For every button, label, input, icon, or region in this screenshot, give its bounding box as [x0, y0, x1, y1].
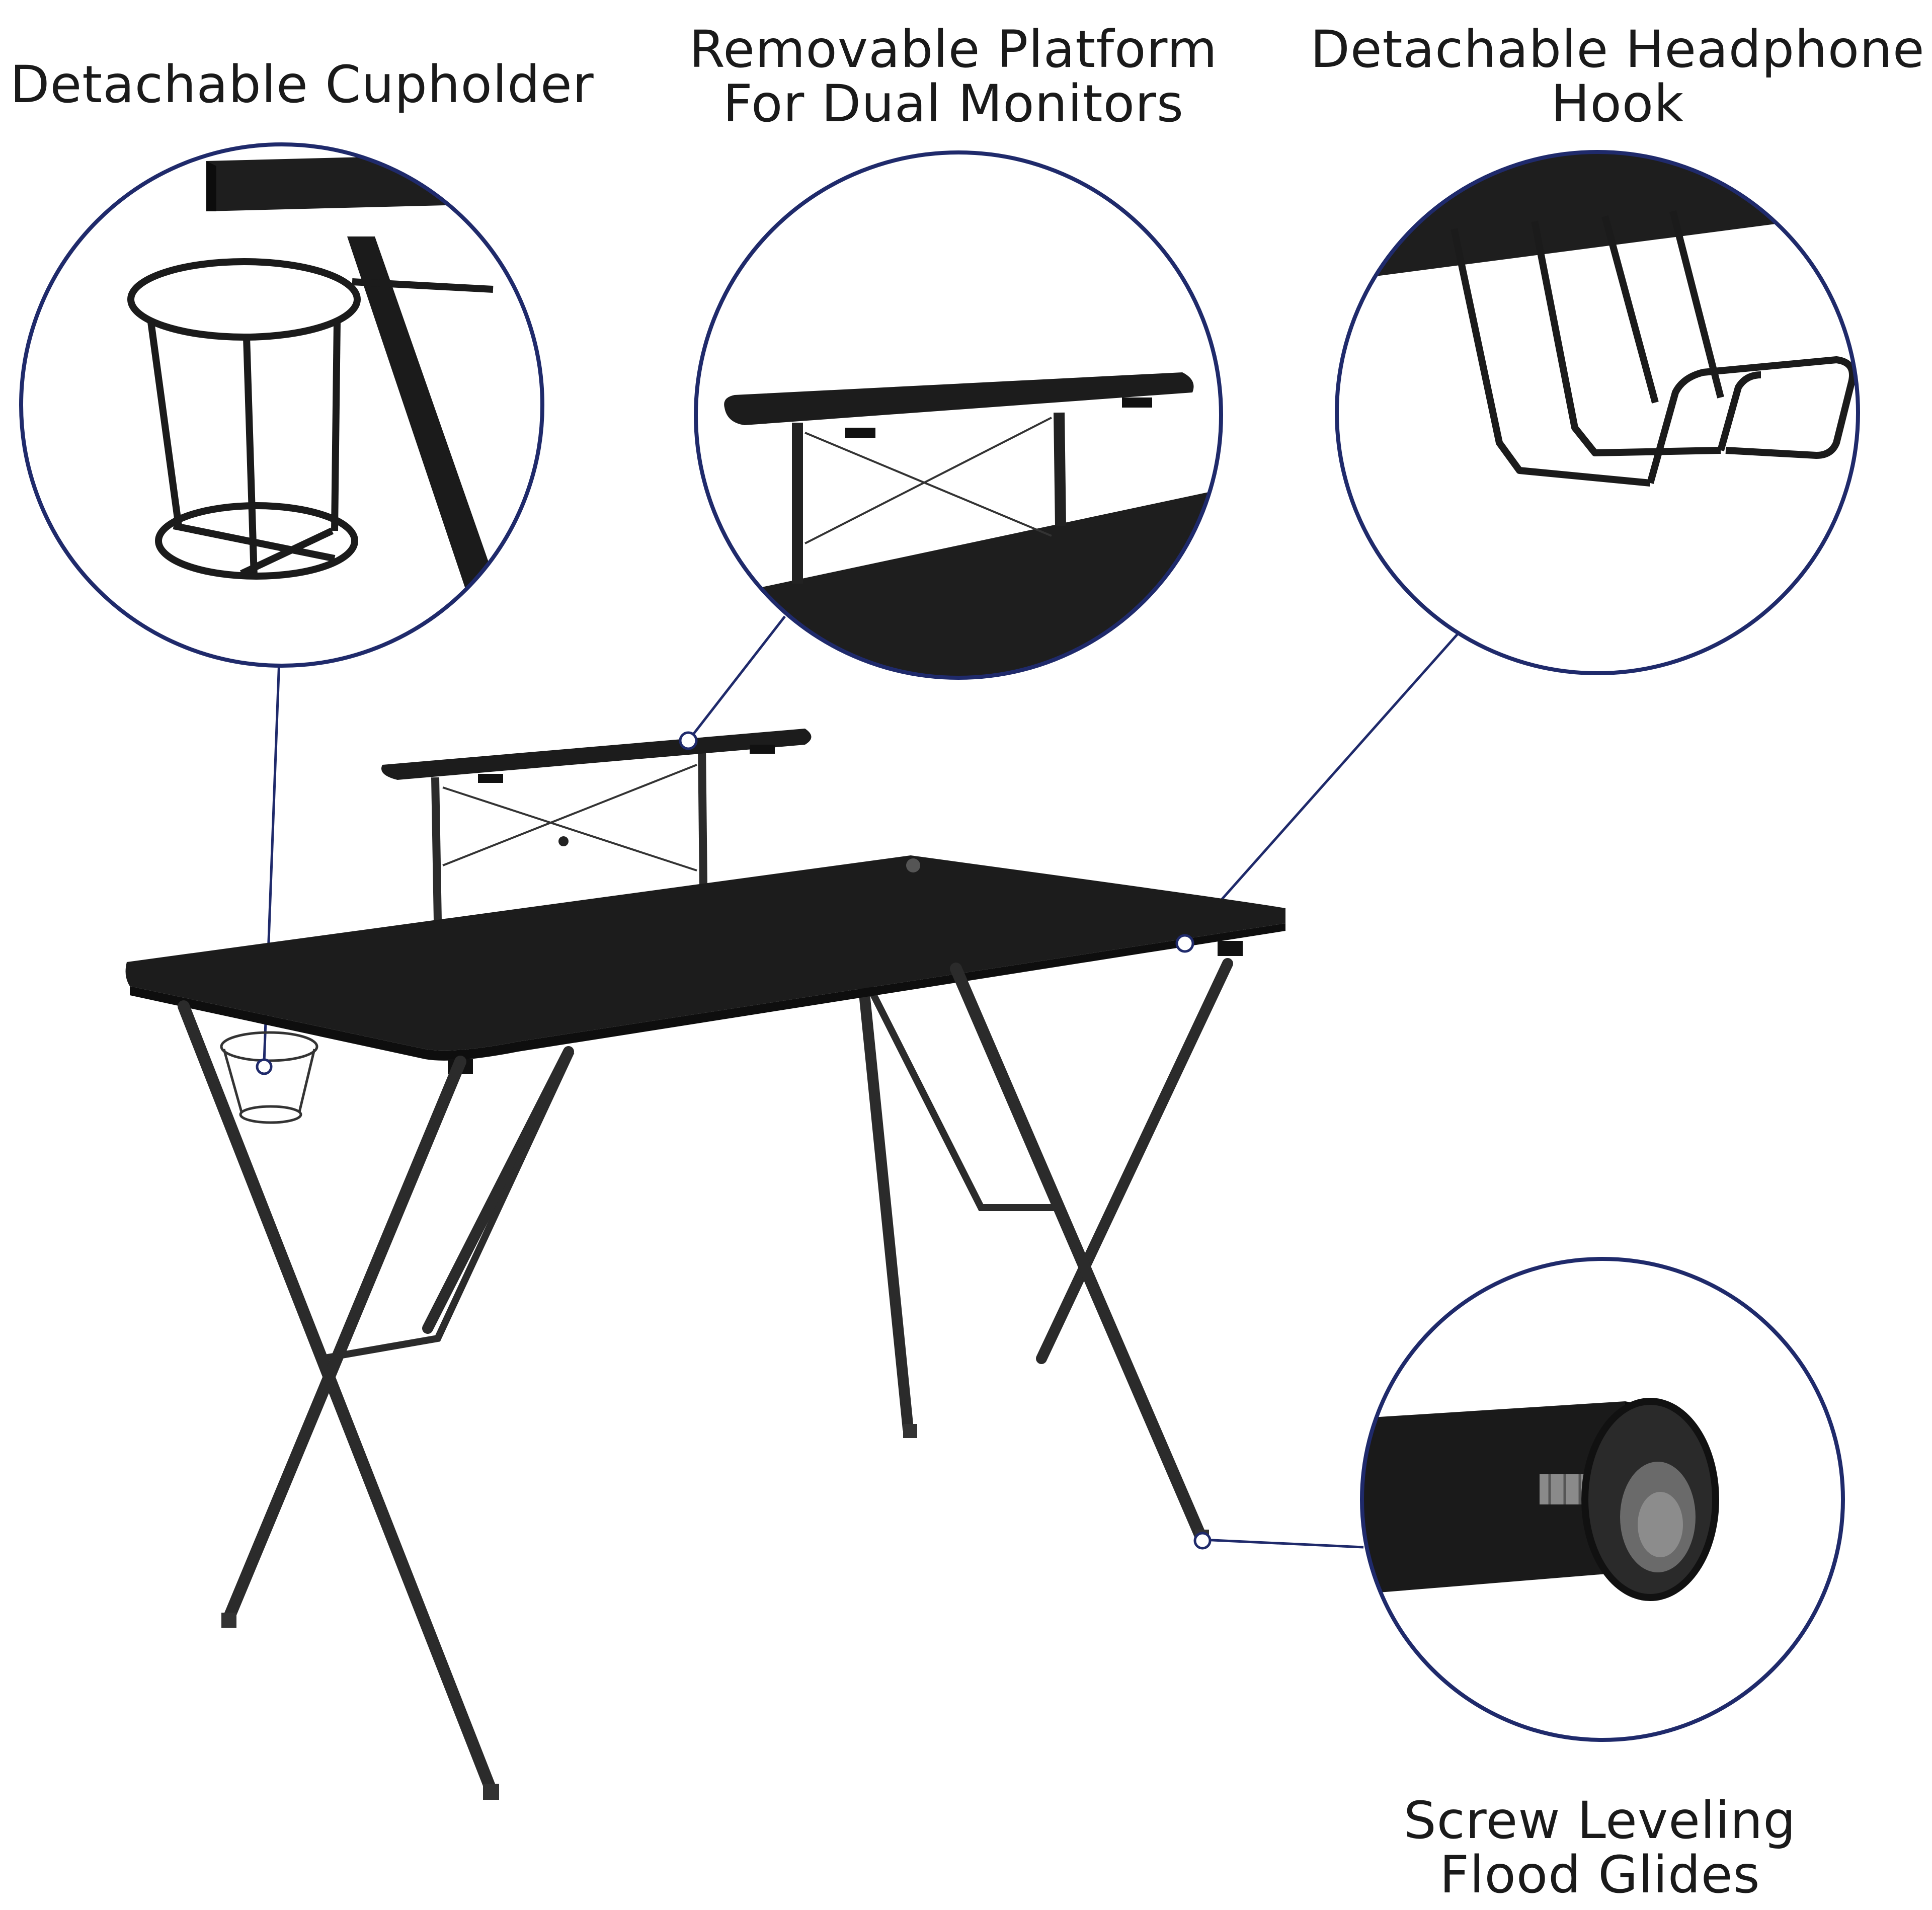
label-headphone-line-1: Detachable Headphone	[1310, 20, 1925, 79]
leader-line-glides	[1202, 1538, 1364, 1549]
callout-anchor-dots	[256, 731, 1212, 1550]
label-cupholder-line-1: Detachable Cupholder	[10, 55, 594, 115]
desk-cupholder	[220, 1031, 318, 1124]
leader-line-headphone	[1184, 623, 1468, 942]
detail-circle-platform	[694, 150, 1223, 680]
anchor-dot-headphone	[1175, 934, 1194, 953]
detail-circle-glides	[1360, 1257, 1845, 1742]
detail-circle-cupholder	[19, 142, 544, 668]
label-headphone-line-2: Hook	[1551, 74, 1684, 134]
desk-back-supports	[321, 982, 1059, 1362]
anchor-dot-glides	[1193, 1532, 1212, 1550]
label-platform-line-2: For Dual Monitors	[722, 74, 1184, 134]
label-platform: Removable Platform For Dual Monitors	[669, 23, 1238, 131]
label-glides-line-2: Flood Glides	[1439, 1845, 1760, 1905]
desk-front-legs	[178, 963, 1206, 1795]
label-headphone: Detachable Headphone Hook	[1308, 23, 1927, 131]
anchor-dot-platform	[679, 731, 698, 750]
anchor-dot-cupholder	[256, 1058, 273, 1075]
label-glides-line-1: Screw Leveling	[1403, 1791, 1797, 1851]
label-platform-line-1: Removable Platform	[689, 20, 1218, 79]
desk-top	[125, 855, 1285, 1074]
monitor-platform	[381, 729, 812, 921]
desk-illustration	[125, 729, 1285, 1800]
leader-line-platform	[687, 615, 786, 742]
leader-lines	[263, 615, 1468, 1549]
detail-circle-headphone	[1335, 150, 1860, 675]
label-cupholder: Detachable Cupholder	[10, 58, 594, 112]
label-glides: Screw Leveling Flood Glides	[1348, 1794, 1852, 1902]
desk-back-legs	[422, 958, 1233, 1435]
